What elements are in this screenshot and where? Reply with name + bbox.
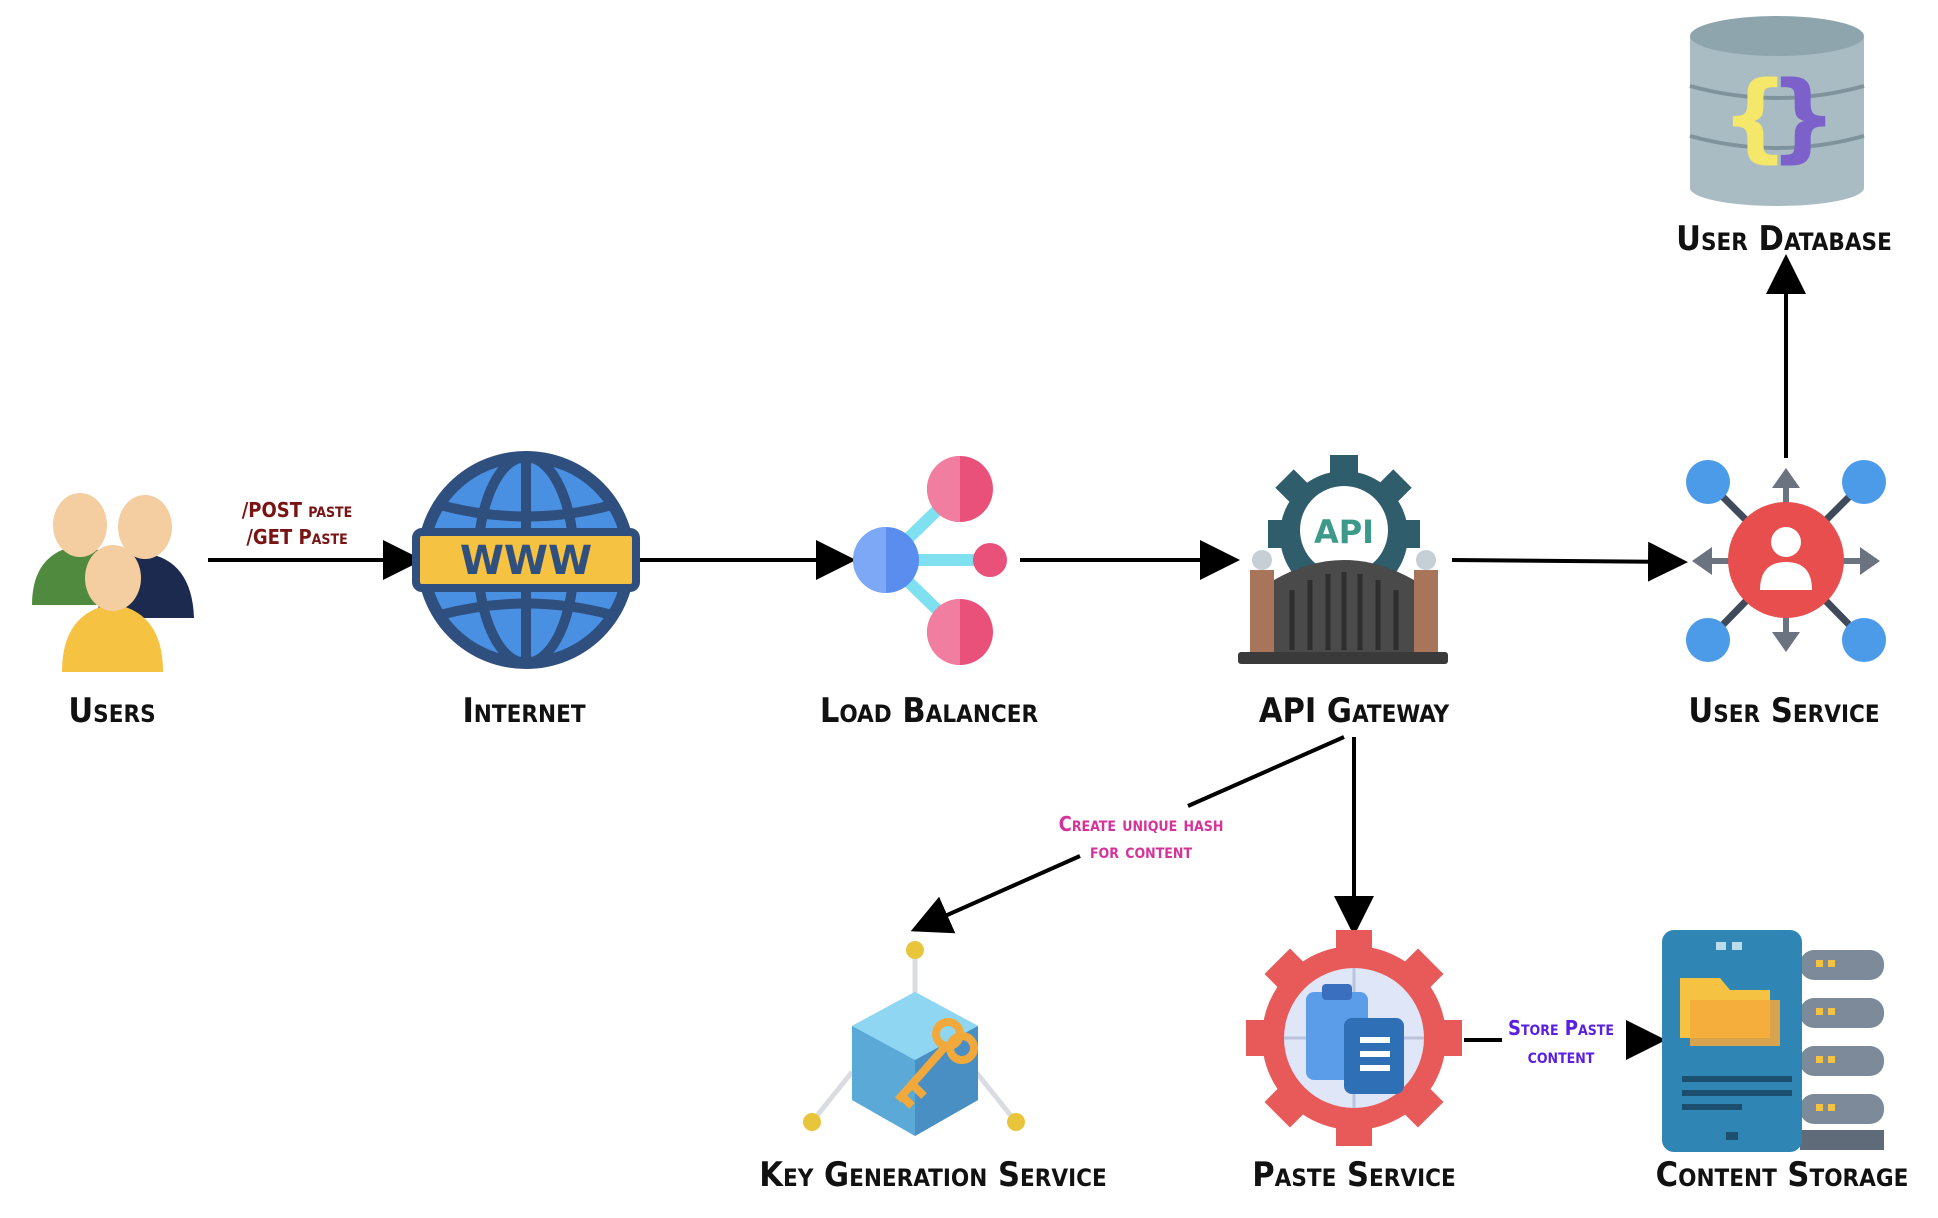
key-generation-service-label: Key Generation Service [759, 1155, 1106, 1195]
load-balancer-label: Load Balancer [820, 691, 1039, 731]
content-storage-label: Content Storage [1656, 1155, 1909, 1195]
edge-label-line1: Store Paste [1508, 1016, 1614, 1040]
edge-label-line2: for content [1090, 839, 1193, 863]
load-balancer-node: Load Balancer [820, 456, 1039, 731]
svg-text:{: { [1721, 61, 1789, 173]
paste-service-node: Paste Service [1246, 930, 1462, 1195]
edge-label-paste-storage: Store Paste content [1508, 1016, 1614, 1068]
edge-gateway-keygen-upper [1187, 735, 1345, 808]
users-label: Users [68, 691, 155, 731]
svg-text:WWW: WWW [460, 538, 592, 584]
internet-label: Internet [462, 691, 585, 731]
svg-text:API: API [1314, 513, 1374, 551]
key-generation-service-node: Key Generation Service [759, 941, 1107, 1195]
users-group-icon [32, 493, 194, 672]
user-service-label: User Service [1688, 691, 1879, 731]
edge-gateway-userservice [1451, 541, 1688, 582]
users-node: Users [32, 493, 194, 731]
internet-node: WWW Internet [412, 451, 640, 731]
edge-label-line1: Create unique hash [1059, 812, 1224, 836]
user-database-node: { } User Database [1676, 16, 1892, 259]
edge-label-line2: content [1528, 1044, 1595, 1068]
edge-label-line1: /POST paste [242, 498, 353, 522]
edge-gateway-keygen-lower [910, 854, 1081, 934]
api-gateway-node: API API Gateway [1238, 455, 1450, 731]
database-icon: { } [1689, 16, 1865, 206]
user-service-hub-icon [1686, 460, 1886, 662]
server-folder-icon [1662, 930, 1884, 1152]
user-database-label: User Database [1676, 219, 1892, 259]
clipboard-gear-icon [1246, 930, 1462, 1146]
key-cube-icon [803, 941, 1025, 1136]
content-storage-node: Content Storage [1656, 930, 1909, 1195]
edge-label-gateway-keygen: Create unique hash for content [1059, 812, 1224, 863]
user-service-node: User Service [1686, 460, 1886, 731]
paste-service-label: Paste Service [1252, 1155, 1456, 1195]
api-gateway-icon: API [1238, 455, 1448, 664]
api-gateway-label: API Gateway [1259, 691, 1450, 731]
load-balancer-icon [853, 456, 1007, 665]
globe-www-icon: WWW [412, 451, 640, 669]
edge-label-users-internet: /POST paste /GET Paste [242, 498, 353, 549]
edge-label-line2: /GET Paste [246, 525, 347, 549]
edges [208, 254, 1806, 1060]
svg-text:}: } [1769, 61, 1837, 173]
